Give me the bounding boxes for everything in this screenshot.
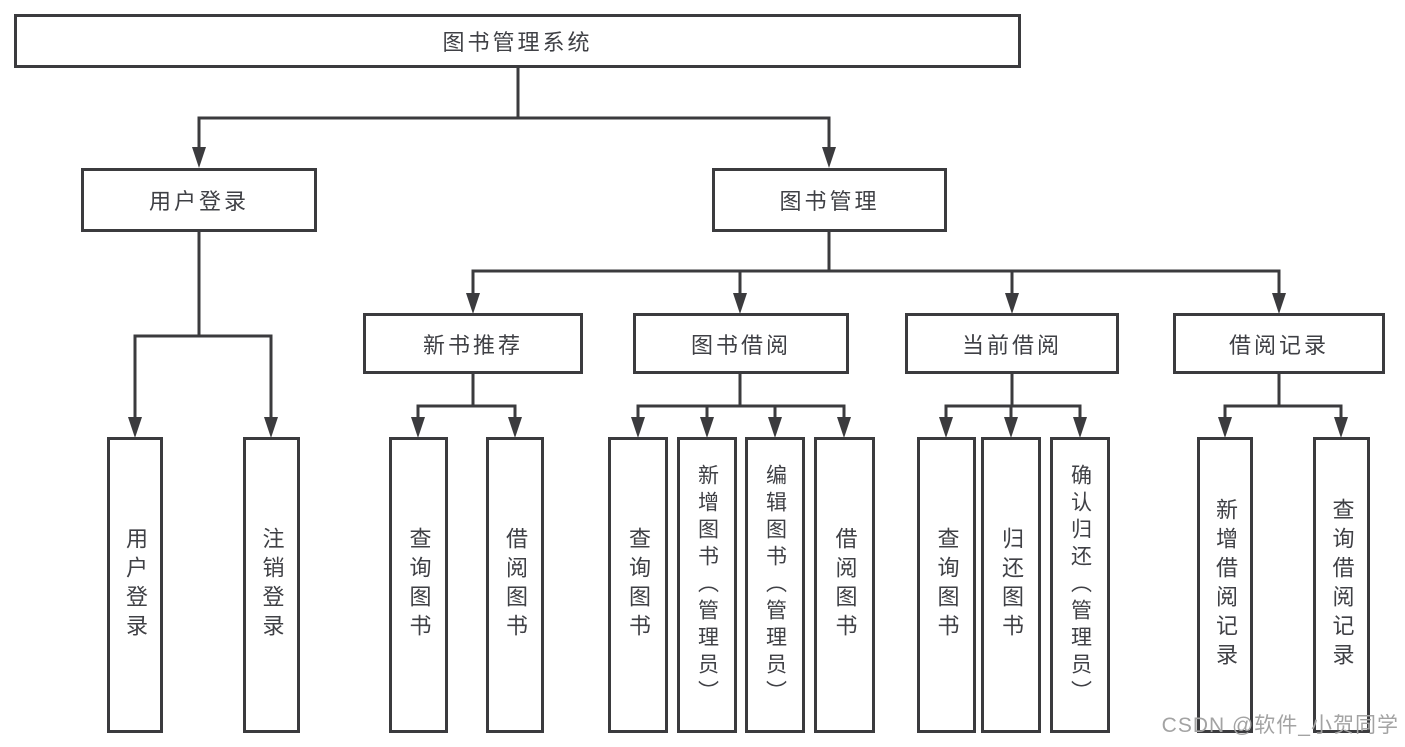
leaf-query-borrow-record: 查询借阅记录	[1313, 437, 1370, 733]
leaf-return-book: 归还图书	[981, 437, 1041, 733]
arrowhead-icon	[466, 293, 480, 314]
connector-book-borrow-to-leaves	[636, 372, 846, 419]
node-new-book-recommend: 新书推荐	[363, 313, 583, 374]
arrowhead-icon	[1004, 417, 1018, 438]
arrowhead-icon	[1073, 417, 1087, 438]
connector-root-to-level1	[197, 64, 831, 150]
node-root: 图书管理系统	[14, 14, 1021, 68]
leaf-query-books-1: 查询图书	[389, 437, 448, 733]
node-book-borrow: 图书借阅	[633, 313, 849, 374]
arrowhead-icon	[631, 417, 645, 438]
node-current-borrow: 当前借阅	[905, 313, 1119, 374]
arrowhead-icon	[1005, 293, 1019, 314]
leaf-add-borrow-record: 新增借阅记录	[1197, 437, 1253, 733]
arrowhead-icon	[1334, 417, 1348, 438]
leaf-user-login: 用户登录	[107, 437, 163, 733]
arrowhead-icon	[1272, 293, 1286, 314]
arrowhead-icon	[508, 417, 522, 438]
connector-book-management-to-level2	[471, 229, 1281, 295]
arrowhead-icon	[128, 417, 142, 438]
node-book-management: 图书管理	[712, 168, 947, 232]
leaf-add-book-admin: 新增图书（管理员）	[677, 437, 737, 733]
arrowhead-icon	[822, 147, 836, 168]
connector-current-borrow-to-leaves	[944, 372, 1082, 419]
leaf-borrow-books-1: 借阅图书	[486, 437, 544, 733]
arrowhead-icon	[837, 417, 851, 438]
node-borrow-records: 借阅记录	[1173, 313, 1385, 374]
connector-new-book-recommend-to-leaves	[416, 372, 517, 419]
arrowhead-icon	[939, 417, 953, 438]
arrowhead-icon	[700, 417, 714, 438]
leaf-confirm-return-admin: 确认归还（管理员）	[1050, 437, 1110, 733]
leaf-edit-book-admin: 编辑图书（管理员）	[745, 437, 805, 733]
arrowhead-icon	[1218, 417, 1232, 438]
leaf-query-books-2: 查询图书	[608, 437, 668, 733]
connector-borrow-records-to-leaves	[1223, 372, 1343, 419]
leaf-borrow-books-2: 借阅图书	[814, 437, 875, 733]
arrowhead-icon	[411, 417, 425, 438]
leaf-logout: 注销登录	[243, 437, 300, 733]
node-user-login: 用户登录	[81, 168, 317, 232]
leaf-query-books-3: 查询图书	[917, 437, 976, 733]
watermark: CSDN @软件_小贺同学	[1161, 714, 1399, 737]
arrowhead-icon	[733, 293, 747, 314]
connector-user-login-to-leaves	[133, 229, 273, 419]
arrowhead-icon	[768, 417, 782, 438]
arrowhead-icon	[264, 417, 278, 438]
arrowhead-icon	[192, 147, 206, 168]
